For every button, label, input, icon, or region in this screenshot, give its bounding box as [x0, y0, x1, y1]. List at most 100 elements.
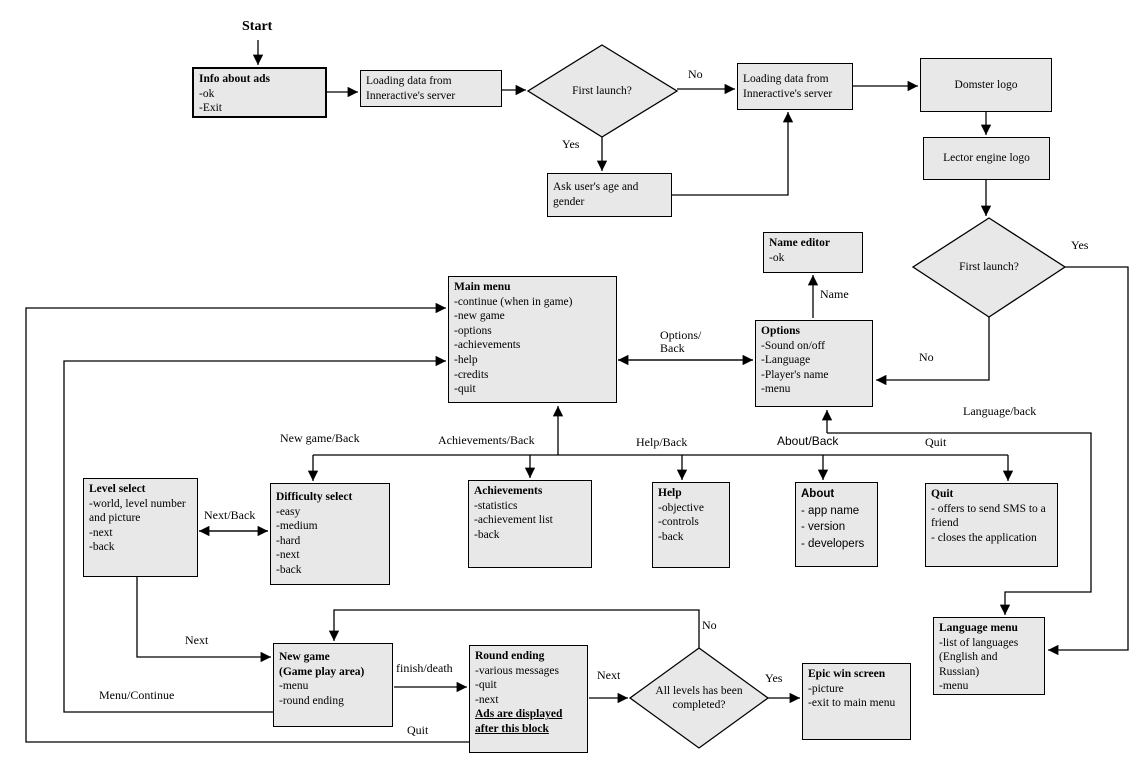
node-options: Options -Sound on/off -Language -Player'…: [755, 320, 873, 407]
all-levels-decision-shape: [628, 647, 770, 749]
node-line: -menu: [939, 680, 969, 693]
node-subtitle: (Game play area): [279, 665, 365, 678]
node-title: About: [801, 488, 835, 500]
decision-first-launch-2: First launch?: [959, 260, 1019, 273]
start-label: Start: [242, 19, 273, 34]
node-line: -next: [89, 526, 113, 539]
node-quit: Quit - offers to send SMS to a friend - …: [925, 483, 1058, 567]
node-title: Difficulty select: [276, 491, 353, 503]
node-level-select: Level select -world, level number and pi…: [83, 478, 198, 577]
node-line: -achievements: [454, 339, 521, 352]
label-about-back: About/Back: [777, 434, 839, 448]
node-line: -list of languages (English and Russian): [939, 636, 1019, 678]
node-line: -achievement list: [474, 514, 553, 527]
node-title: Level select: [89, 483, 146, 495]
node-text: Lector engine logo: [943, 152, 1030, 165]
node-title: Name editor: [769, 237, 830, 249]
node-line: -quit: [454, 383, 476, 396]
node-language-menu: Language menu -list of languages (Englis…: [933, 617, 1045, 695]
node-line: Loading data from: [743, 72, 829, 85]
node-line: - closes the application: [931, 531, 1037, 544]
node-line: gender: [553, 196, 585, 208]
node-info-about-ads: Info about ads -ok -Exit: [192, 67, 327, 118]
node-line: -various messages: [475, 664, 559, 677]
node-line: -next: [276, 549, 300, 562]
node-new-game: New game (Game play area) -menu -round e…: [273, 643, 393, 727]
node-line: -continue (when in game): [454, 295, 573, 308]
node-line: Inneractive's server: [743, 87, 833, 100]
label-next-level: Next: [185, 633, 209, 647]
label-no-first-launch-2: No: [919, 350, 934, 364]
node-line: -menu: [761, 383, 791, 396]
label-next-back: Next/Back: [204, 508, 256, 522]
label-quit-branch: Quit: [925, 435, 947, 449]
label-yes-first-launch-1: Yes: [562, 137, 580, 151]
node-line: - version: [801, 521, 846, 534]
node-line: -hard: [276, 534, 301, 547]
node-line: -Language: [761, 354, 811, 367]
node-line: -next: [475, 693, 499, 706]
node-line: -back: [658, 530, 684, 543]
node-title: Language menu: [939, 622, 1018, 634]
node-text: Domster logo: [954, 78, 1018, 91]
node-line: -ok: [199, 87, 215, 100]
node-main-menu: Main menu -continue (when in game) -new …: [448, 276, 617, 403]
decision-first-launch-1: First launch?: [572, 84, 632, 97]
node-title: New game: [279, 651, 330, 663]
label-yes-first-launch-2: Yes: [1071, 238, 1089, 252]
node-achievements: Achievements -statistics -achievement li…: [468, 480, 592, 568]
node-line: -ok: [769, 251, 785, 264]
label-no-first-launch-1: No: [688, 67, 703, 81]
label-finish-death: finish/death: [396, 661, 453, 675]
edge-roundending-quit-to-mainmenu: [25, 302, 469, 743]
node-title: Achievements: [474, 485, 543, 497]
edge-newgame-menu-to-mainmenu: [63, 355, 446, 713]
node-line: -objective: [658, 501, 704, 514]
node-line: Ask user's age and: [553, 181, 639, 194]
node-line: -new game: [454, 310, 505, 323]
label-quit-bottom: Quit: [407, 723, 429, 737]
label-new-game-back: New game/Back: [280, 431, 360, 445]
label-yes-all-levels: Yes: [765, 671, 783, 685]
node-ask-age-gender: Ask user's age and gender: [547, 173, 672, 217]
node-line: -round ending: [279, 694, 344, 707]
node-line: -Player's name: [761, 368, 829, 381]
label-help-back: Help/Back: [636, 435, 688, 449]
node-lector-engine-logo: Lector engine logo: [923, 137, 1050, 180]
node-help: Help -objective -controls -back: [652, 482, 730, 568]
node-line: -controls: [658, 516, 699, 529]
node-line: -help: [454, 353, 478, 366]
node-line: -statistics: [474, 499, 518, 512]
node-line: -Exit: [199, 102, 222, 115]
decision-all-levels: All levels has been completed?: [655, 684, 743, 711]
label-language-back: Language/back: [963, 404, 1037, 418]
node-title: Round ending: [475, 650, 545, 662]
node-line: Loading data from: [366, 74, 452, 87]
node-line: -picture: [808, 682, 844, 695]
edge-decision2-no-to-options: [876, 317, 990, 386]
label-menu-continue: Menu/Continue: [99, 688, 175, 702]
node-line: -credits: [454, 368, 489, 381]
node-domster-logo: Domster logo: [920, 58, 1052, 112]
node-about: About - app name - version - developers: [795, 482, 878, 567]
edge-decision3-no-to-newgame: [328, 609, 700, 648]
label-name: Name: [820, 287, 849, 301]
node-difficulty-select: Difficulty select -easy -medium -hard -n…: [270, 483, 390, 585]
node-title: Epic win screen: [808, 668, 886, 680]
edge-level-next-to-newgame: [136, 577, 271, 663]
edge-decision2-yes-to-language: [1048, 266, 1129, 656]
ads-note: Ads are displayed after this block: [475, 708, 563, 735]
label-next-round: Next: [597, 668, 621, 682]
node-line: - developers: [801, 538, 865, 551]
node-line: - app name: [801, 504, 860, 517]
node-line: Inneractive's server: [366, 89, 456, 102]
edge-ask-to-loading2: [672, 112, 794, 196]
node-line: -medium: [276, 520, 318, 533]
node-line: - offers to send SMS to a friend: [931, 502, 1046, 530]
node-line: -options: [454, 324, 492, 337]
node-line: -back: [89, 541, 115, 554]
node-epic-win: Epic win screen -picture -exit to main m…: [802, 663, 911, 740]
node-loading-server-1: Loading data from Inneractive's server: [360, 70, 502, 107]
edge-options-to-language: [827, 432, 1092, 615]
